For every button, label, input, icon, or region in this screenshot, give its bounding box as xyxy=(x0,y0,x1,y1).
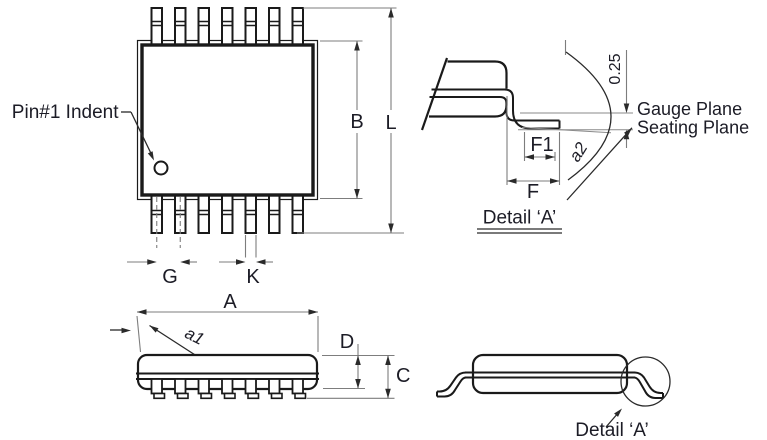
dim-025-label: 0.25 xyxy=(607,53,624,84)
detail-a-view: 0.25 a2 F1 F Gauge Plane xyxy=(420,40,749,234)
lead xyxy=(221,378,236,400)
pin xyxy=(221,7,234,46)
lead xyxy=(291,378,307,400)
dim-F1-label: F1 xyxy=(530,134,553,156)
seating-plane-label: Seating Plane xyxy=(637,118,749,138)
dim-G-label: G xyxy=(162,266,178,288)
pin1-leader-arrow xyxy=(147,151,154,161)
detail-body-slant xyxy=(420,57,449,131)
top-view: Pin#1 Indent B L xyxy=(12,7,404,288)
end-view-body xyxy=(471,353,629,395)
dim-A-label: A xyxy=(223,291,237,313)
side-view: A a1 D xyxy=(110,291,410,400)
pin xyxy=(244,194,257,234)
pin xyxy=(174,7,187,46)
pin xyxy=(197,194,210,234)
lead xyxy=(150,378,166,400)
detail-lead-outer xyxy=(431,88,560,130)
top-view-body xyxy=(140,43,315,197)
pin xyxy=(244,7,257,46)
dim-K-label: K xyxy=(246,266,260,288)
dim-C: C xyxy=(307,355,410,399)
dim-B: B xyxy=(320,40,364,200)
dim-a1-label: a1 xyxy=(182,323,207,349)
pin xyxy=(197,7,210,46)
dim-025: 0.25 xyxy=(564,40,630,148)
pin xyxy=(291,194,304,234)
foot-tangent-line xyxy=(521,127,612,134)
dim-F: F xyxy=(506,96,561,203)
pin1-indent-circle xyxy=(153,160,169,176)
pin xyxy=(150,7,163,46)
pin1-indent-label: Pin#1 Indent xyxy=(12,102,119,123)
dim-K: K xyxy=(219,235,273,288)
dim-F-label: F xyxy=(527,181,539,203)
pin xyxy=(268,194,281,234)
dim-G: G xyxy=(127,197,197,288)
lead xyxy=(197,378,213,400)
side-view-leads xyxy=(150,378,307,400)
dim-L: L xyxy=(297,7,404,234)
end-view-lead-right xyxy=(633,371,664,399)
top-view-pins-top xyxy=(150,7,304,46)
end-view: Detail ‘A’ xyxy=(436,353,671,440)
dim-D-label: D xyxy=(340,331,354,353)
dim-C-label: C xyxy=(396,365,410,387)
end-view-lead-left xyxy=(436,371,467,398)
detail-callout-label: Detail ‘A’ xyxy=(575,420,649,440)
lead xyxy=(244,378,260,400)
detail-a-title: Detail ‘A’ xyxy=(483,208,557,229)
pin xyxy=(268,7,281,46)
dim-L-label: L xyxy=(385,112,396,134)
lead xyxy=(268,378,283,400)
top-view-pins-bottom xyxy=(150,194,304,234)
pin xyxy=(291,7,304,46)
dim-a2-label: a2 xyxy=(565,139,591,166)
dim-B-label: B xyxy=(350,111,363,133)
detail-callout-circle xyxy=(620,356,671,407)
pin xyxy=(221,194,234,234)
detail-callout-arrow xyxy=(614,408,622,417)
dim-A: A xyxy=(136,291,319,353)
gauge-plane-label: Gauge Plane xyxy=(637,99,742,119)
dim-F1: F1 xyxy=(523,132,556,161)
lead xyxy=(174,378,189,400)
dim-D: D xyxy=(322,331,395,390)
top-view-body-outer xyxy=(136,39,319,201)
